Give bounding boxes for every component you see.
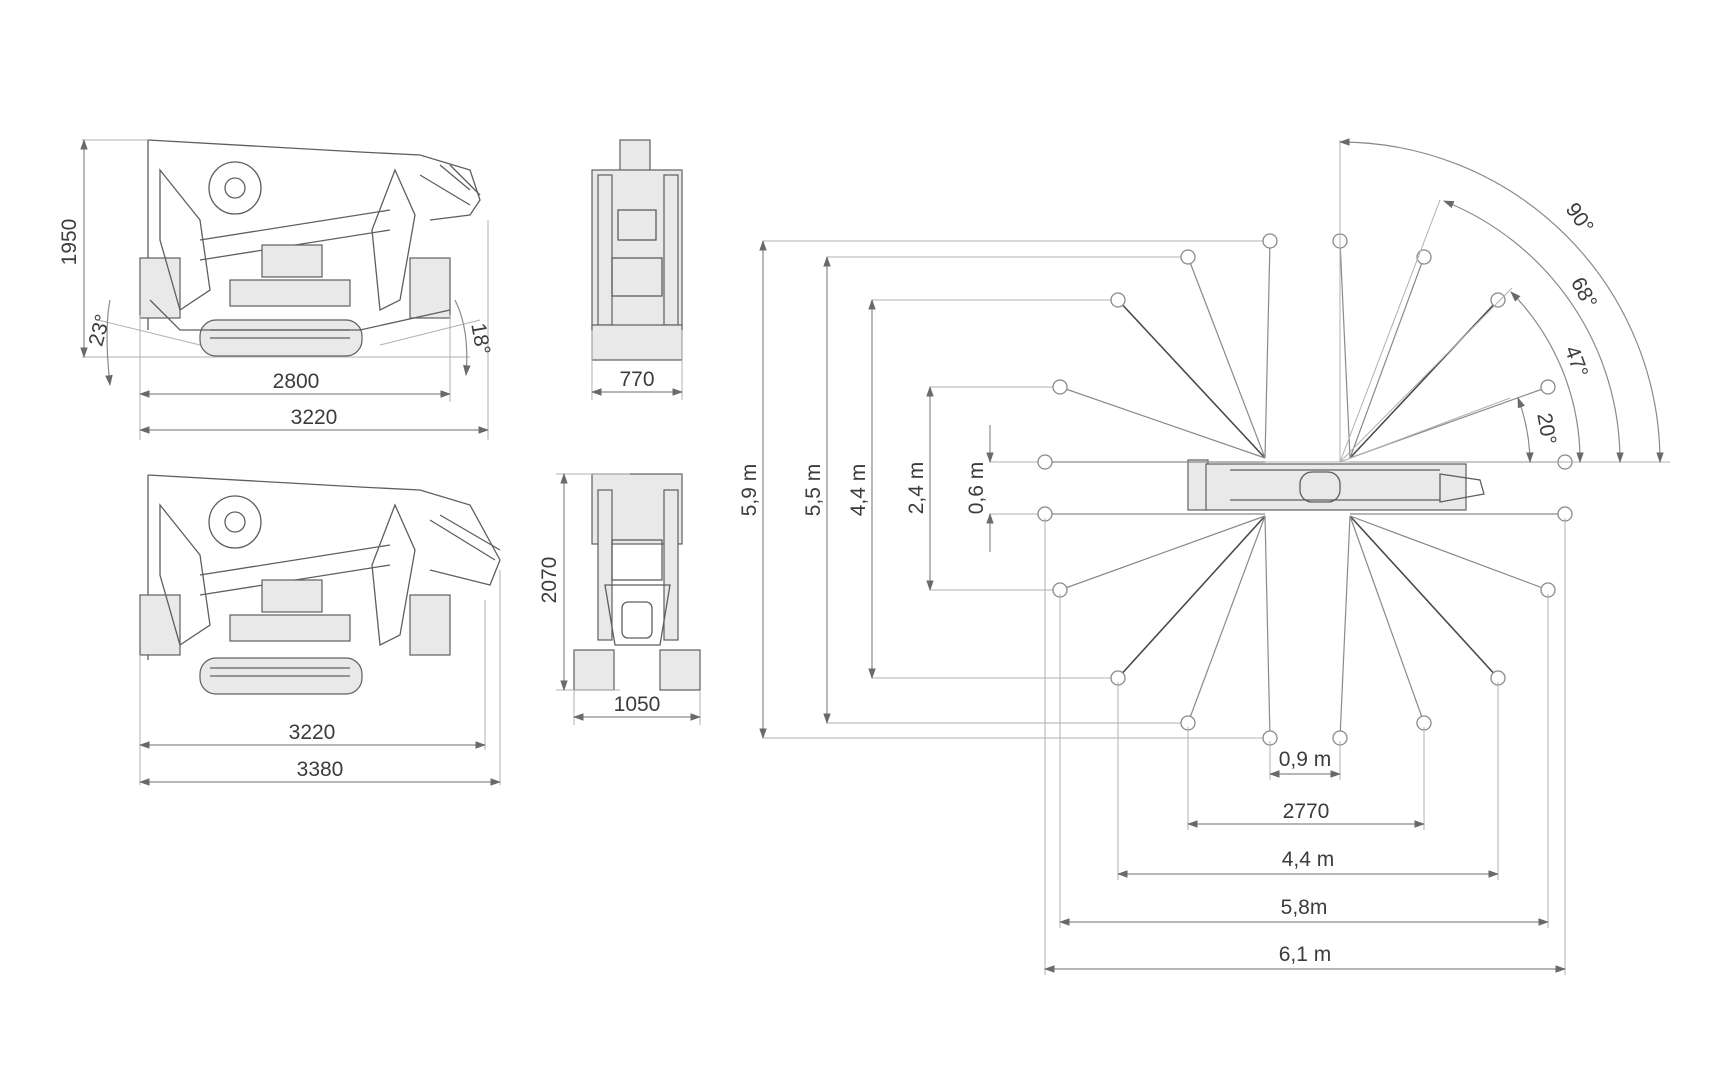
side-view-bottom: 3220 3380	[138, 474, 502, 786]
pad-circle	[1037, 454, 1053, 470]
machine-plan-body	[1187, 459, 1485, 511]
angle-90-label: 90°	[1561, 199, 1598, 238]
hspan-0-9: 0,9 m	[1279, 748, 1332, 771]
horizontal-dim-extension-lines	[1044, 518, 1566, 975]
track-length-label: 2800	[273, 370, 320, 393]
vspan-2-4: 2,4 m	[905, 462, 928, 515]
pad-circle	[1262, 233, 1278, 249]
pad-circle	[1490, 292, 1506, 308]
overall-length-label: 3220	[291, 406, 338, 429]
horizontal-dimensions: 0,9 m 2770 4,4 m 5,8m 6,1 m	[1043, 748, 1567, 973]
machine-end-silhouette	[591, 139, 683, 361]
end-width-top-label: 770	[619, 368, 654, 391]
hspan-5-8: 5,8m	[1281, 896, 1328, 919]
rear-angle-label: 18°	[466, 321, 494, 356]
vspan-4-4: 4,4 m	[847, 464, 870, 517]
vspan-0-6: 0,6 m	[965, 462, 988, 515]
vertical-dimensions: 5,9 m 5,5 m 4,4 m 2,4 m 0,6 m	[738, 239, 994, 740]
plan-view: 5,9 m 5,5 m 4,4 m 2,4 m 0,6 m	[738, 138, 1670, 975]
machine-side-silhouette-outreach	[139, 474, 501, 695]
pad-circle	[1052, 379, 1068, 395]
end-width-bottom-label: 1050	[614, 693, 661, 716]
end-view-bottom: 2070 1050	[538, 472, 702, 725]
pad-circle	[1416, 249, 1432, 265]
hspan-2770: 2770	[1283, 800, 1330, 823]
end-view-top: 770	[590, 139, 684, 400]
side-height-label: 1950	[58, 219, 81, 266]
end-height-label: 2070	[538, 557, 561, 604]
pad-circle	[1180, 249, 1196, 265]
vspan-5-9: 5,9 m	[738, 464, 761, 517]
pad-circle	[1110, 292, 1126, 308]
pad-circle	[1540, 379, 1556, 395]
hspan-6-1: 6,1 m	[1279, 943, 1332, 966]
angle-68-label: 68°	[1566, 274, 1601, 313]
hspan-4-4: 4,4 m	[1282, 848, 1335, 871]
length-b-label: 3380	[297, 758, 344, 781]
front-angle-label: 23°	[85, 312, 115, 349]
angle-20-label: 20°	[1532, 411, 1560, 446]
vspan-5-5: 5,5 m	[802, 464, 825, 517]
length-a-label: 3220	[289, 721, 336, 744]
machine-end-silhouette-extended	[573, 473, 701, 691]
side-view-top: 1950 2800 3220 23° 18°	[58, 138, 494, 440]
machine-side-silhouette	[139, 139, 481, 357]
